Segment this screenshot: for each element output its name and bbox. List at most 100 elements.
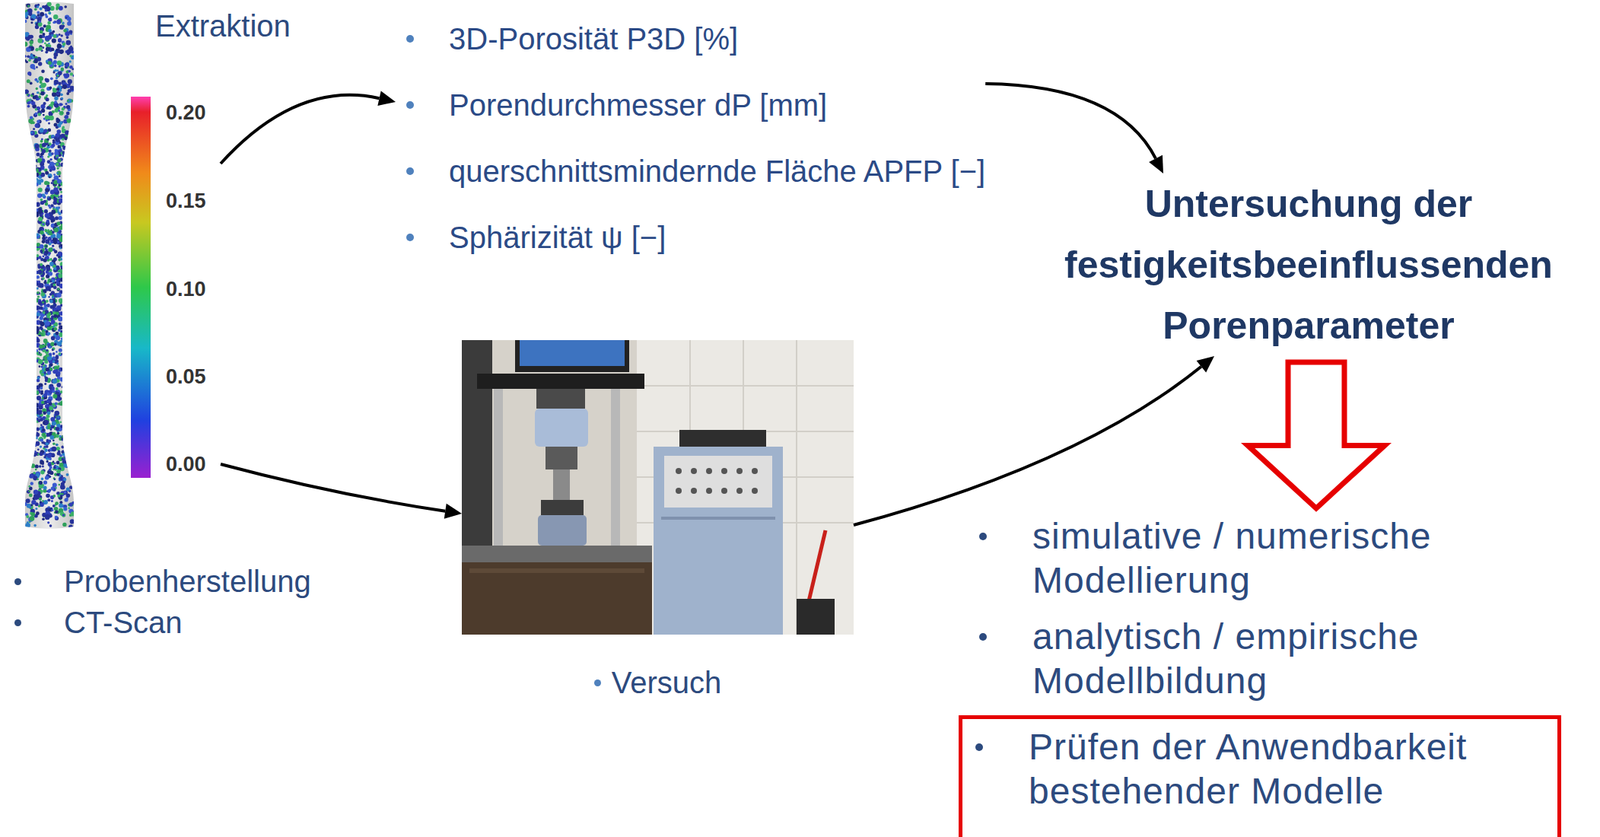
- pore: [41, 290, 44, 293]
- pore: [52, 394, 58, 399]
- colorbar-value: 0.00: [165, 451, 207, 477]
- pore: [53, 196, 56, 199]
- pore: [34, 143, 39, 148]
- pore: [45, 60, 49, 64]
- pore: [52, 237, 57, 242]
- pore: [56, 48, 59, 51]
- pore: [35, 87, 39, 90]
- pore: [38, 209, 43, 214]
- pore: [34, 233, 40, 239]
- pore: [61, 353, 64, 356]
- pore: [40, 333, 44, 337]
- pore: [31, 512, 35, 516]
- pore: [56, 292, 61, 298]
- pore: [59, 247, 62, 250]
- pore: [47, 143, 50, 147]
- pore: [62, 450, 65, 453]
- pore: [55, 443, 58, 446]
- pore: [28, 493, 33, 498]
- pore: [51, 447, 57, 452]
- pore: [35, 275, 40, 280]
- pore: [45, 15, 49, 19]
- pore: [34, 164, 38, 168]
- pore: [39, 386, 43, 390]
- pore: [42, 432, 46, 436]
- pore: [57, 158, 61, 163]
- pore: [45, 493, 51, 499]
- pore: [59, 401, 64, 406]
- pore: [53, 283, 57, 287]
- pore: [47, 398, 52, 404]
- pore: [45, 46, 51, 51]
- pore: [28, 34, 32, 39]
- pore: [54, 507, 57, 510]
- pore: [60, 337, 64, 341]
- heading-text: Untersuchung der festigkeitsbeeinflussen…: [1023, 173, 1594, 357]
- pore: [53, 34, 58, 39]
- pore: [57, 494, 61, 498]
- pore: [43, 499, 48, 505]
- pore: [29, 115, 33, 119]
- pore: [50, 181, 54, 185]
- arrow-line: [985, 83, 1156, 159]
- arrow-line: [220, 464, 446, 512]
- curved-arrow: [853, 356, 1215, 525]
- pore: [41, 428, 45, 432]
- pore: [40, 470, 45, 474]
- pore: [60, 223, 64, 226]
- pore: [41, 517, 45, 521]
- pore: [48, 389, 54, 395]
- pore: [49, 387, 52, 390]
- pore: [51, 346, 55, 350]
- pore: [55, 6, 59, 10]
- pore: [62, 152, 67, 157]
- pore: [34, 464, 39, 468]
- heading: Untersuchung der festigkeitsbeeinflussen…: [1023, 173, 1594, 357]
- pore: [34, 124, 39, 128]
- pore: [63, 28, 67, 33]
- pore: [43, 338, 48, 344]
- pore: [56, 221, 61, 226]
- pore: [38, 112, 42, 116]
- pore: [54, 516, 59, 521]
- pore: [60, 34, 64, 37]
- pore: [55, 133, 61, 138]
- pore: [40, 327, 44, 331]
- pore: [44, 210, 48, 214]
- pore: [48, 289, 51, 292]
- pore: [69, 485, 74, 490]
- pore: [46, 432, 51, 437]
- pore: [51, 110, 55, 114]
- pore: [69, 60, 72, 63]
- pore: [44, 78, 49, 83]
- pore: [60, 97, 64, 101]
- pore: [53, 494, 57, 498]
- pore: [41, 331, 46, 337]
- pore: [41, 483, 45, 487]
- pore: [38, 46, 43, 51]
- pore: [55, 155, 59, 159]
- pore: [39, 460, 45, 465]
- pore: [54, 103, 59, 109]
- pore: [59, 421, 62, 424]
- pore: [58, 483, 61, 487]
- pore: [35, 254, 39, 258]
- pore: [56, 234, 61, 239]
- pore: [46, 224, 49, 227]
- pore: [45, 349, 48, 352]
- pore: [43, 486, 48, 490]
- pore: [37, 448, 40, 451]
- pore: [66, 473, 70, 477]
- pore: [54, 461, 57, 465]
- pore: [60, 277, 65, 283]
- pore: [44, 209, 48, 214]
- pore: [51, 38, 57, 43]
- list-text: analytisch / empirische Modellbildung: [1032, 614, 1550, 703]
- pore: [34, 78, 38, 81]
- pore: [53, 200, 58, 205]
- pore: [38, 464, 42, 468]
- pore: [45, 97, 50, 102]
- pore: [52, 305, 56, 309]
- pore: [61, 385, 64, 389]
- pore: [44, 187, 50, 193]
